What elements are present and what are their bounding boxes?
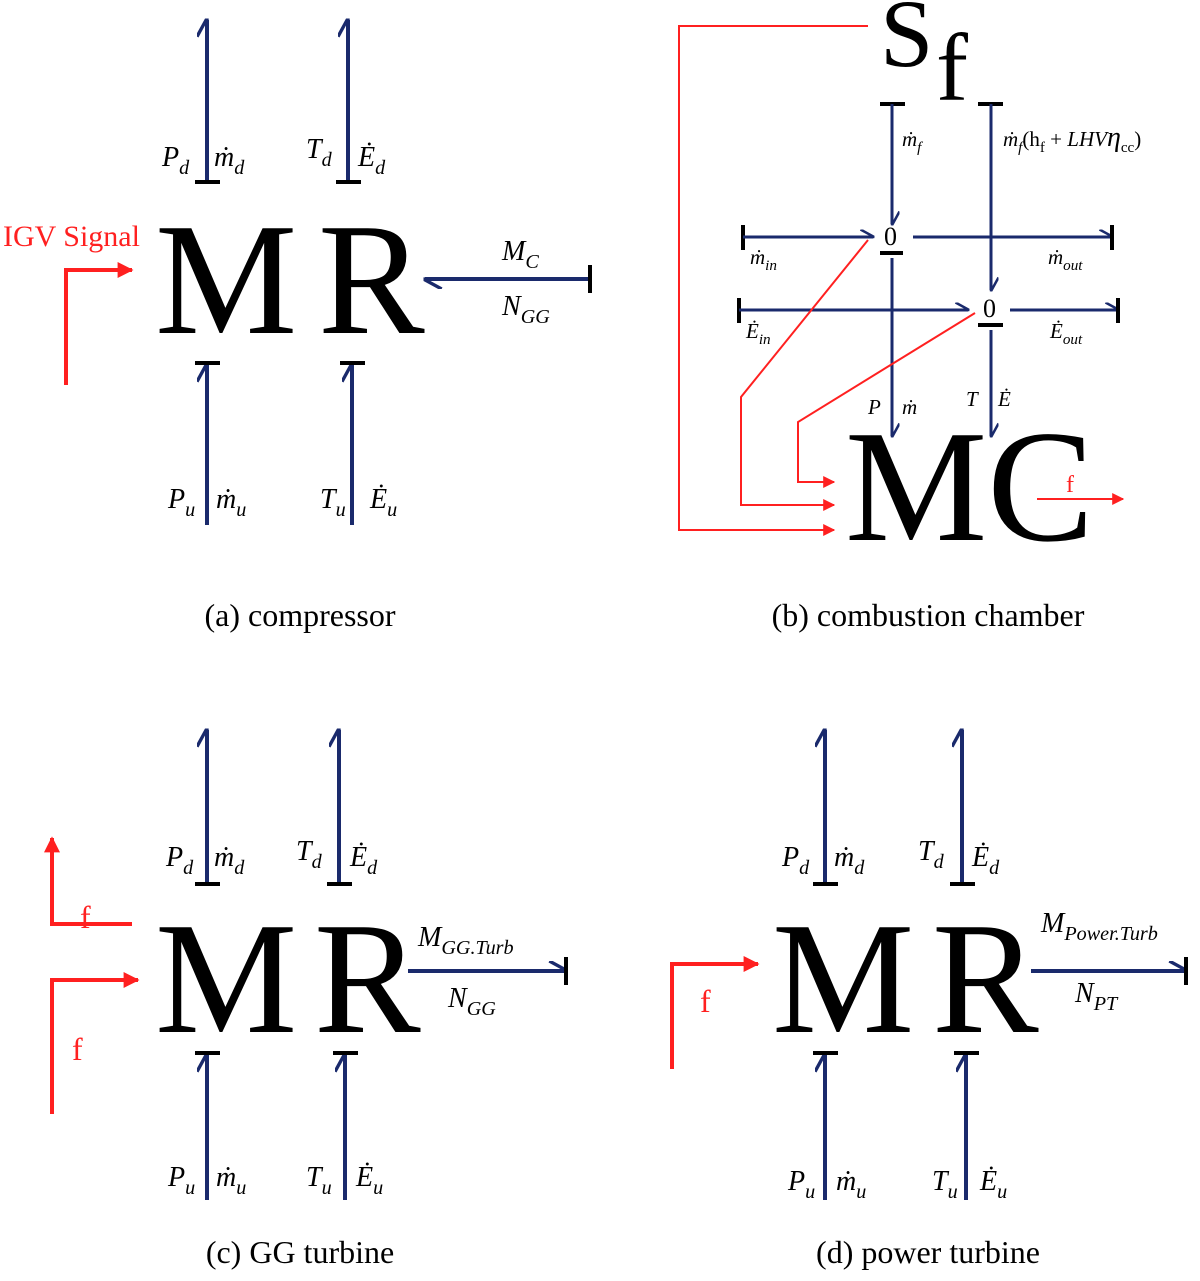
label-mu: ṁu	[216, 1162, 246, 1199]
label-Pd: Pd	[161, 142, 190, 179]
label-Pu: Pu	[167, 1162, 195, 1199]
element-MC: MC	[845, 397, 1094, 575]
label-signal-f: f	[700, 983, 711, 1019]
label-MC: MC	[501, 236, 539, 273]
label-m-out: ṁout	[1048, 245, 1083, 274]
label-Pd: Pd	[781, 842, 810, 879]
panel-combustion-chamber: S f ṁf ṁf(hf + LHVηcc) 0 ṁin ṁout 0 Ėin …	[678, 0, 1141, 633]
signal-energy-junction	[797, 312, 976, 488]
label-Pu: Pu	[167, 484, 195, 521]
label-Tu: Tu	[932, 1166, 958, 1203]
caption-compressor: (a) compressor	[204, 597, 395, 633]
caption-gg-turbine: (c) GG turbine	[206, 1234, 394, 1270]
signal-source	[678, 25, 868, 536]
label-signal-f: f	[1066, 472, 1074, 498]
label-Eu: Ėu	[979, 1166, 1007, 1203]
label-signal-f-top: f	[80, 899, 91, 935]
signal-f-in-arrow	[670, 956, 760, 1069]
label-mu: ṁu	[216, 484, 246, 521]
signal-f-in-arrow	[50, 972, 140, 1114]
caption-power-turbine: (d) power turbine	[816, 1234, 1040, 1270]
label-Td: Td	[296, 836, 323, 873]
label-NPT: NPT	[1074, 978, 1119, 1015]
label-NGG: NGG	[447, 983, 496, 1020]
label-mf: ṁf	[902, 127, 923, 156]
element-M: M	[772, 889, 914, 1067]
label-P: P	[867, 395, 881, 419]
panel-gg-turbine: Pd ṁd Td Ėd M R Pu ṁu Tu Ėu MGG.Turb NGG…	[44, 730, 568, 1270]
panel-compressor: Pd ṁd Td Ėd M R Pu ṁu Tu Ėu MC NGG IGV S…	[3, 20, 592, 633]
label-E-out: Ėout	[1049, 319, 1083, 348]
label-Tu: Tu	[320, 484, 346, 521]
label-md: ṁd	[214, 142, 245, 179]
element-M: M	[155, 190, 297, 368]
junction-zero-mass: 0	[884, 222, 897, 251]
signal-igv-arrow	[64, 262, 134, 385]
label-E-in: Ėin	[745, 319, 771, 348]
label-Ed: Ėd	[971, 842, 1000, 879]
panel-power-turbine: Pd ṁd Td Ėd M R Pu ṁu Tu Ėu MPower.Turb …	[670, 730, 1188, 1270]
element-R: R	[318, 190, 425, 368]
signal-mass-junction	[740, 239, 869, 511]
label-m: ṁ	[902, 395, 917, 419]
label-M-Power-Turb: MPower.Turb	[1040, 908, 1158, 945]
label-Tu: Tu	[306, 1162, 332, 1199]
source-S: S	[880, 0, 933, 87]
caption-combustion-chamber: (b) combustion chamber	[772, 597, 1085, 633]
label-Td: Td	[918, 836, 945, 873]
element-R: R	[314, 889, 421, 1067]
label-Eu: Ėu	[369, 484, 397, 521]
label-m-in: ṁin	[750, 245, 777, 274]
label-Ed: Ėd	[349, 842, 378, 879]
label-Pd: Pd	[165, 842, 194, 879]
label-M-GG-Turb: MGG.Turb	[417, 922, 514, 959]
label-Td: Td	[306, 134, 333, 171]
label-md: ṁd	[214, 842, 245, 879]
signal-f-up-arrow	[44, 836, 132, 926]
source-S-subscript: f	[936, 14, 968, 121]
label-NGG: NGG	[501, 291, 550, 328]
label-mu: ṁu	[836, 1166, 866, 1203]
label-T: T	[966, 387, 979, 411]
element-M: M	[155, 889, 297, 1067]
label-energy-fuel: ṁf(hf + LHVηcc)	[1003, 122, 1141, 156]
label-Eu: Ėu	[355, 1162, 383, 1199]
junction-zero-energy: 0	[983, 294, 996, 323]
label-md: ṁd	[834, 842, 865, 879]
label-signal-f-bottom: f	[72, 1031, 83, 1067]
label-igv-signal: IGV Signal	[3, 220, 140, 253]
label-Pu: Pu	[787, 1166, 815, 1203]
label-Ed: Ėd	[357, 142, 386, 179]
element-R: R	[932, 889, 1039, 1067]
label-E: Ė	[997, 387, 1011, 411]
